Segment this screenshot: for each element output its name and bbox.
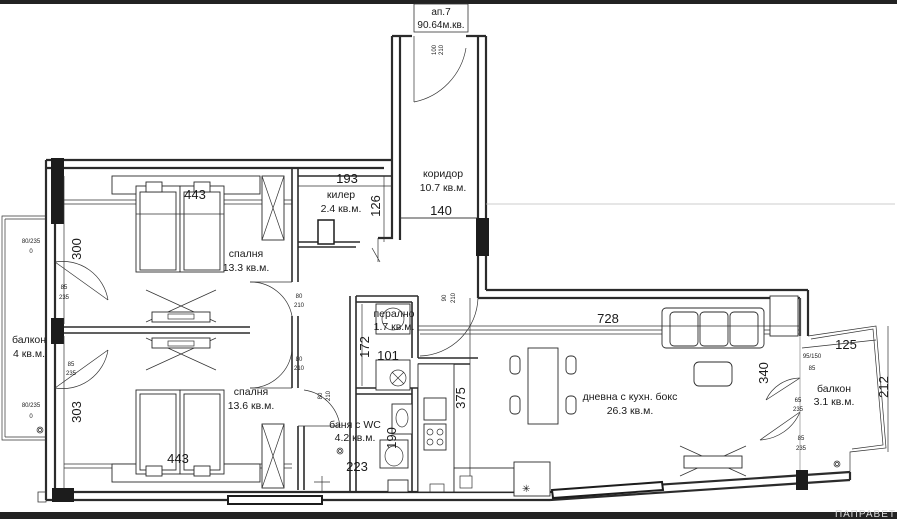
bathroom-area: 4.2 кв.м. (335, 432, 376, 444)
svg-text:65: 65 (795, 398, 802, 404)
closet-name: килер (327, 189, 355, 201)
dim-212: 212 (876, 376, 891, 398)
dim-443-bottom: 443 (167, 451, 189, 466)
bottom-windows (37, 480, 665, 505)
dimension-lines (63, 176, 889, 488)
bed-bedroom1 (111, 175, 261, 273)
svg-text:210: 210 (439, 44, 445, 55)
bedroom1-area: 13.3 кв.м. (223, 262, 270, 274)
svg-text:80: 80 (318, 392, 324, 399)
corridor-name: коридор (423, 168, 463, 180)
bath-fixtures (314, 403, 413, 493)
corridor-area: 10.7 кв.м. (420, 182, 467, 194)
svg-text:85: 85 (798, 436, 805, 442)
dim-443-top: 443 (184, 187, 206, 202)
dim-125: 125 (835, 337, 857, 352)
radiator-bedroom1 (145, 289, 217, 323)
dim-728: 728 (597, 311, 619, 326)
balcony-right-area: 3.1 кв.м. (814, 396, 855, 408)
bedroom1-name: спалня (229, 248, 263, 260)
kitchen-counter: ✳ (417, 363, 551, 497)
svg-text:210: 210 (294, 366, 305, 372)
apartment-name: ап.7 (431, 7, 451, 18)
svg-text:235: 235 (66, 371, 77, 377)
balcony-right-name: балкон (817, 383, 851, 395)
dim-375: 375 (453, 387, 468, 409)
svg-text:80/235: 80/235 (22, 403, 41, 409)
bottom-border-strip (0, 512, 897, 519)
bedroom2-area: 13.6 кв.м. (228, 400, 275, 412)
top-border-strip (0, 0, 897, 4)
dining-table (509, 347, 577, 425)
radiator-living (679, 445, 747, 477)
laundry-name: перално (374, 308, 415, 320)
svg-text:85: 85 (809, 366, 816, 372)
bed-bedroom2 (111, 389, 261, 483)
left-balcony-outline (1, 215, 46, 441)
radiator-bedroom2 (145, 337, 217, 371)
dim-340: 340 (756, 362, 771, 384)
sofa (661, 295, 799, 387)
svg-text:235: 235 (59, 295, 70, 301)
bedroom2-name: спалня (234, 386, 268, 398)
wardrobe-bedroom2 (261, 423, 285, 489)
svg-text:235: 235 (796, 446, 807, 452)
dim-223: 223 (346, 459, 368, 474)
dim-193: 193 (336, 171, 358, 186)
svg-text:85: 85 (68, 362, 75, 368)
living-area: 26.3 кв.м. (607, 405, 654, 417)
svg-text:210: 210 (326, 390, 332, 401)
svg-text:235: 235 (793, 407, 804, 413)
svg-text:100: 100 (432, 44, 438, 55)
right-balcony-outline (807, 325, 887, 472)
dim-140: 140 (430, 203, 452, 218)
door-window-labels: 100 210 90 210 80 210 80 210 80 210 80/2… (22, 44, 822, 452)
corner-text: ПАПРАВЕТ (835, 509, 896, 519)
laundry-area: 1.7 кв.м. (374, 321, 415, 333)
balcony-left-area: 4 кв.м. (13, 348, 45, 360)
apartment-area: 90.64м.кв. (417, 20, 464, 31)
washing-machine (375, 303, 411, 391)
balcony-left-name: балкон (12, 334, 46, 346)
svg-text:90: 90 (442, 294, 448, 301)
svg-text:0: 0 (29, 249, 33, 255)
wall-columns (51, 158, 808, 502)
wardrobe-bedroom1 (261, 175, 285, 241)
dim-126: 126 (368, 195, 383, 217)
apartment-label-box (413, 3, 469, 33)
dim-190: 190 (384, 427, 399, 449)
dim-303: 303 (69, 401, 84, 423)
svg-text:210: 210 (451, 292, 457, 303)
svg-text:✳: ✳ (522, 484, 530, 495)
svg-text:80: 80 (296, 357, 303, 363)
svg-text:0: 0 (29, 414, 33, 420)
dim-300: 300 (69, 238, 84, 260)
svg-text:210: 210 (294, 303, 305, 309)
bathroom-name: баня с WC (329, 419, 381, 431)
living-name: дневна с кухн. бокс (583, 391, 678, 403)
svg-text:80: 80 (296, 294, 303, 300)
svg-text:95/150: 95/150 (803, 354, 822, 360)
dim-172: 172 (357, 336, 372, 358)
svg-text:80/235: 80/235 (22, 239, 41, 245)
dim-101: 101 (377, 348, 399, 363)
closet-area: 2.4 кв.м. (321, 203, 362, 215)
svg-text:85: 85 (61, 285, 68, 291)
